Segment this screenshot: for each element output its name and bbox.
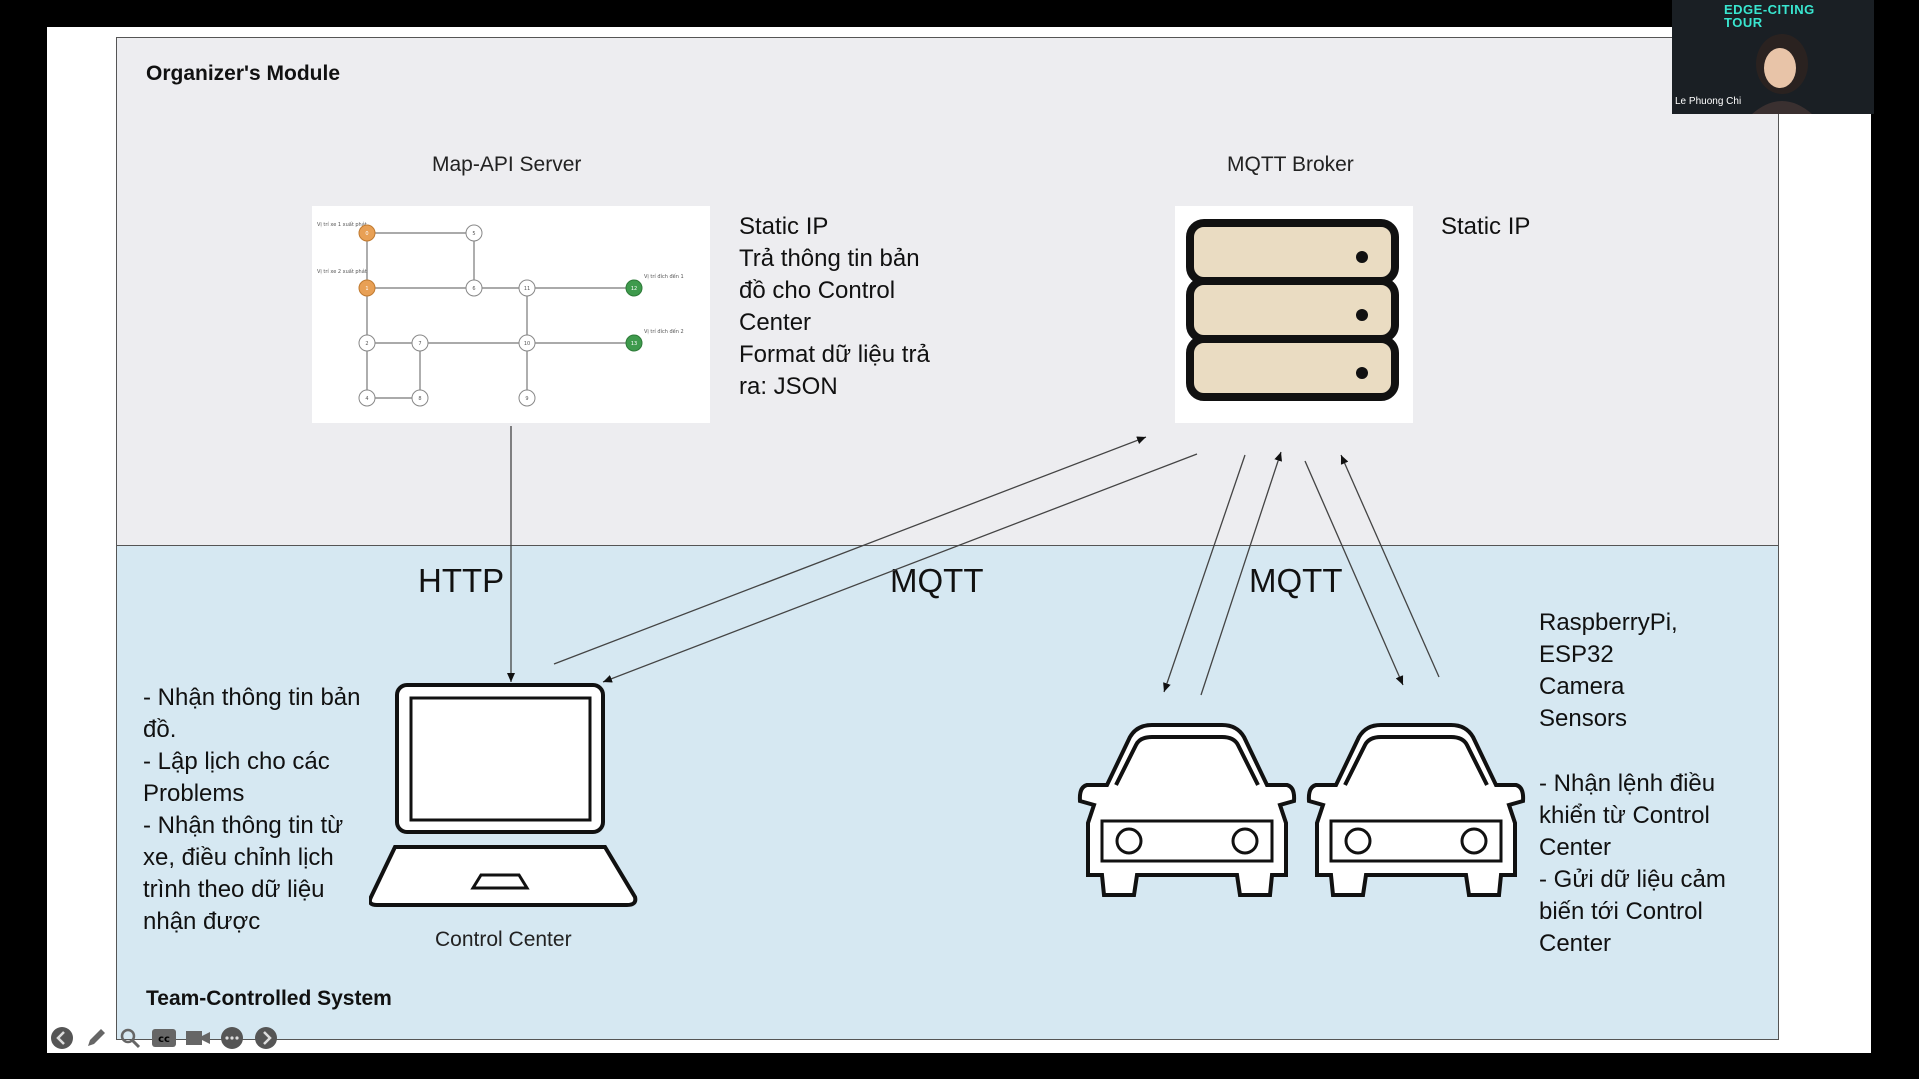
mqtt-label-vehicles: MQTT	[1249, 562, 1343, 599]
vehicle-task-line: Center	[1539, 834, 1612, 861]
map-graph: Vị trí xe 1 xuất phát Vị trí xe 2 xuất p…	[317, 221, 684, 407]
pen-icon[interactable]	[83, 1025, 109, 1051]
map-node: 10	[524, 341, 530, 347]
map-node: 12	[631, 286, 637, 292]
map-node: 6	[472, 286, 475, 292]
car-icon	[1306, 723, 1526, 897]
presentation-toolbar: cc	[49, 1025, 279, 1051]
map-node: 1	[365, 286, 368, 292]
map-node: 11	[524, 286, 530, 292]
organizer-module-title: Organizer's Module	[146, 62, 341, 85]
mqtt-label-control: MQTT	[890, 562, 984, 599]
laptop-icon	[369, 683, 638, 907]
map-server-info-line: đồ cho Control	[739, 277, 896, 304]
map-server-info-line: Center	[739, 309, 812, 336]
control-center-tasks: - Nhận thông tin bản đồ. - Lập lịch cho …	[143, 682, 379, 938]
mqtt-broker-label: MQTT Broker	[1227, 153, 1354, 176]
map-node: 4	[365, 396, 368, 402]
map-server-info-line: ra: JSON	[739, 373, 838, 400]
map-server-info-line: Trả thông tin bản	[739, 245, 920, 272]
more-icon[interactable]	[219, 1025, 245, 1051]
captions-icon[interactable]: cc	[151, 1025, 177, 1051]
control-task-line: đồ.	[143, 716, 177, 743]
http-label: HTTP	[418, 562, 505, 599]
control-task-line: nhận được	[143, 908, 261, 935]
server-icon	[1175, 206, 1413, 423]
hardware-line: Camera	[1539, 673, 1625, 700]
control-task-line: - Nhận thông tin bản	[143, 684, 361, 711]
broker-static-ip: Static IP	[1441, 213, 1531, 240]
mqtt-arrow-from-car1	[1200, 451, 1282, 696]
back-arrow-icon[interactable]	[49, 1025, 75, 1051]
mqtt-arrow-from-car2	[1340, 454, 1440, 678]
hardware-line: Sensors	[1539, 705, 1628, 732]
presenter-webcam: EDGE-CITING TOUR Le Phuong Chi	[1672, 0, 1874, 114]
map-node: 5	[472, 231, 475, 237]
map-graph-image: Vị trí xe 1 xuất phát Vị trí xe 2 xuất p…	[312, 206, 710, 423]
map-dest-label-1: Vị trí đích đến 1	[644, 273, 684, 280]
vehicle-task-line: - Gửi dữ liệu cảm	[1539, 866, 1726, 893]
car-icon	[1077, 723, 1297, 897]
presenter-avatar	[1752, 34, 1812, 114]
mqtt-arrow-to-broker	[553, 436, 1147, 665]
map-server-info-line: Format dữ liệu trả	[739, 341, 930, 368]
map-server-info-line: Static IP	[739, 213, 829, 240]
vehicle-task-line: Center	[1539, 930, 1612, 957]
map-start-label-1: Vị trí xe 1 xuất phát	[317, 221, 367, 228]
map-node: 0	[365, 231, 368, 237]
vehicle-hardware: RaspberryPi, ESP32 Camera Sensors	[1539, 607, 1678, 735]
map-server-info: Static IP Trả thông tin bản đồ cho Contr…	[739, 211, 945, 403]
vehicle-task-line: biến tới Control	[1539, 898, 1703, 925]
hardware-line: ESP32	[1539, 641, 1614, 668]
svg-text:cc: cc	[158, 1034, 170, 1045]
presenter-name: Le Phuong Chi	[1675, 96, 1742, 107]
vehicle-task-line: - Nhận lệnh điều	[1539, 770, 1716, 797]
map-dest-label-2: Vị trí đích đến 2	[644, 328, 684, 335]
map-node: 9	[525, 396, 528, 402]
control-task-line: xe, điều chỉnh lịch	[143, 844, 334, 871]
mqtt-arrow-to-control	[602, 453, 1198, 683]
map-node: 13	[631, 341, 637, 347]
connection-arrows	[507, 426, 1440, 696]
map-node: 7	[418, 341, 421, 347]
server-rack-graphic	[1186, 219, 1399, 401]
camera-icon[interactable]	[185, 1025, 211, 1051]
vehicle-tasks: - Nhận lệnh điều khiển từ Control Center…	[1539, 768, 1755, 960]
control-task-line: - Nhận thông tin từ	[143, 812, 344, 839]
event-logo: EDGE-CITING TOUR	[1724, 2, 1815, 30]
forward-arrow-icon[interactable]	[253, 1025, 279, 1051]
control-task-line: Problems	[143, 780, 245, 807]
control-task-line: - Lập lịch cho các	[143, 748, 330, 775]
mqtt-arrow-to-car2	[1304, 460, 1404, 686]
map-server-label: Map-API Server	[432, 153, 582, 176]
map-start-label-2: Vị trí xe 2 xuất phát	[317, 268, 367, 275]
map-node: 2	[365, 341, 368, 347]
vehicle-task-line: khiển từ Control	[1539, 802, 1710, 829]
slide: Organizer's Module Map-API Server MQTT B…	[47, 27, 1871, 1053]
control-center-label: Control Center	[435, 928, 572, 951]
zoom-icon[interactable]	[117, 1025, 143, 1051]
team-controlled-title: Team-Controlled System	[146, 987, 392, 1010]
map-node: 8	[418, 396, 421, 402]
hardware-line: RaspberryPi,	[1539, 609, 1678, 636]
control-task-line: trình theo dữ liệu	[143, 876, 325, 903]
mqtt-arrow-to-car1	[1163, 454, 1246, 693]
